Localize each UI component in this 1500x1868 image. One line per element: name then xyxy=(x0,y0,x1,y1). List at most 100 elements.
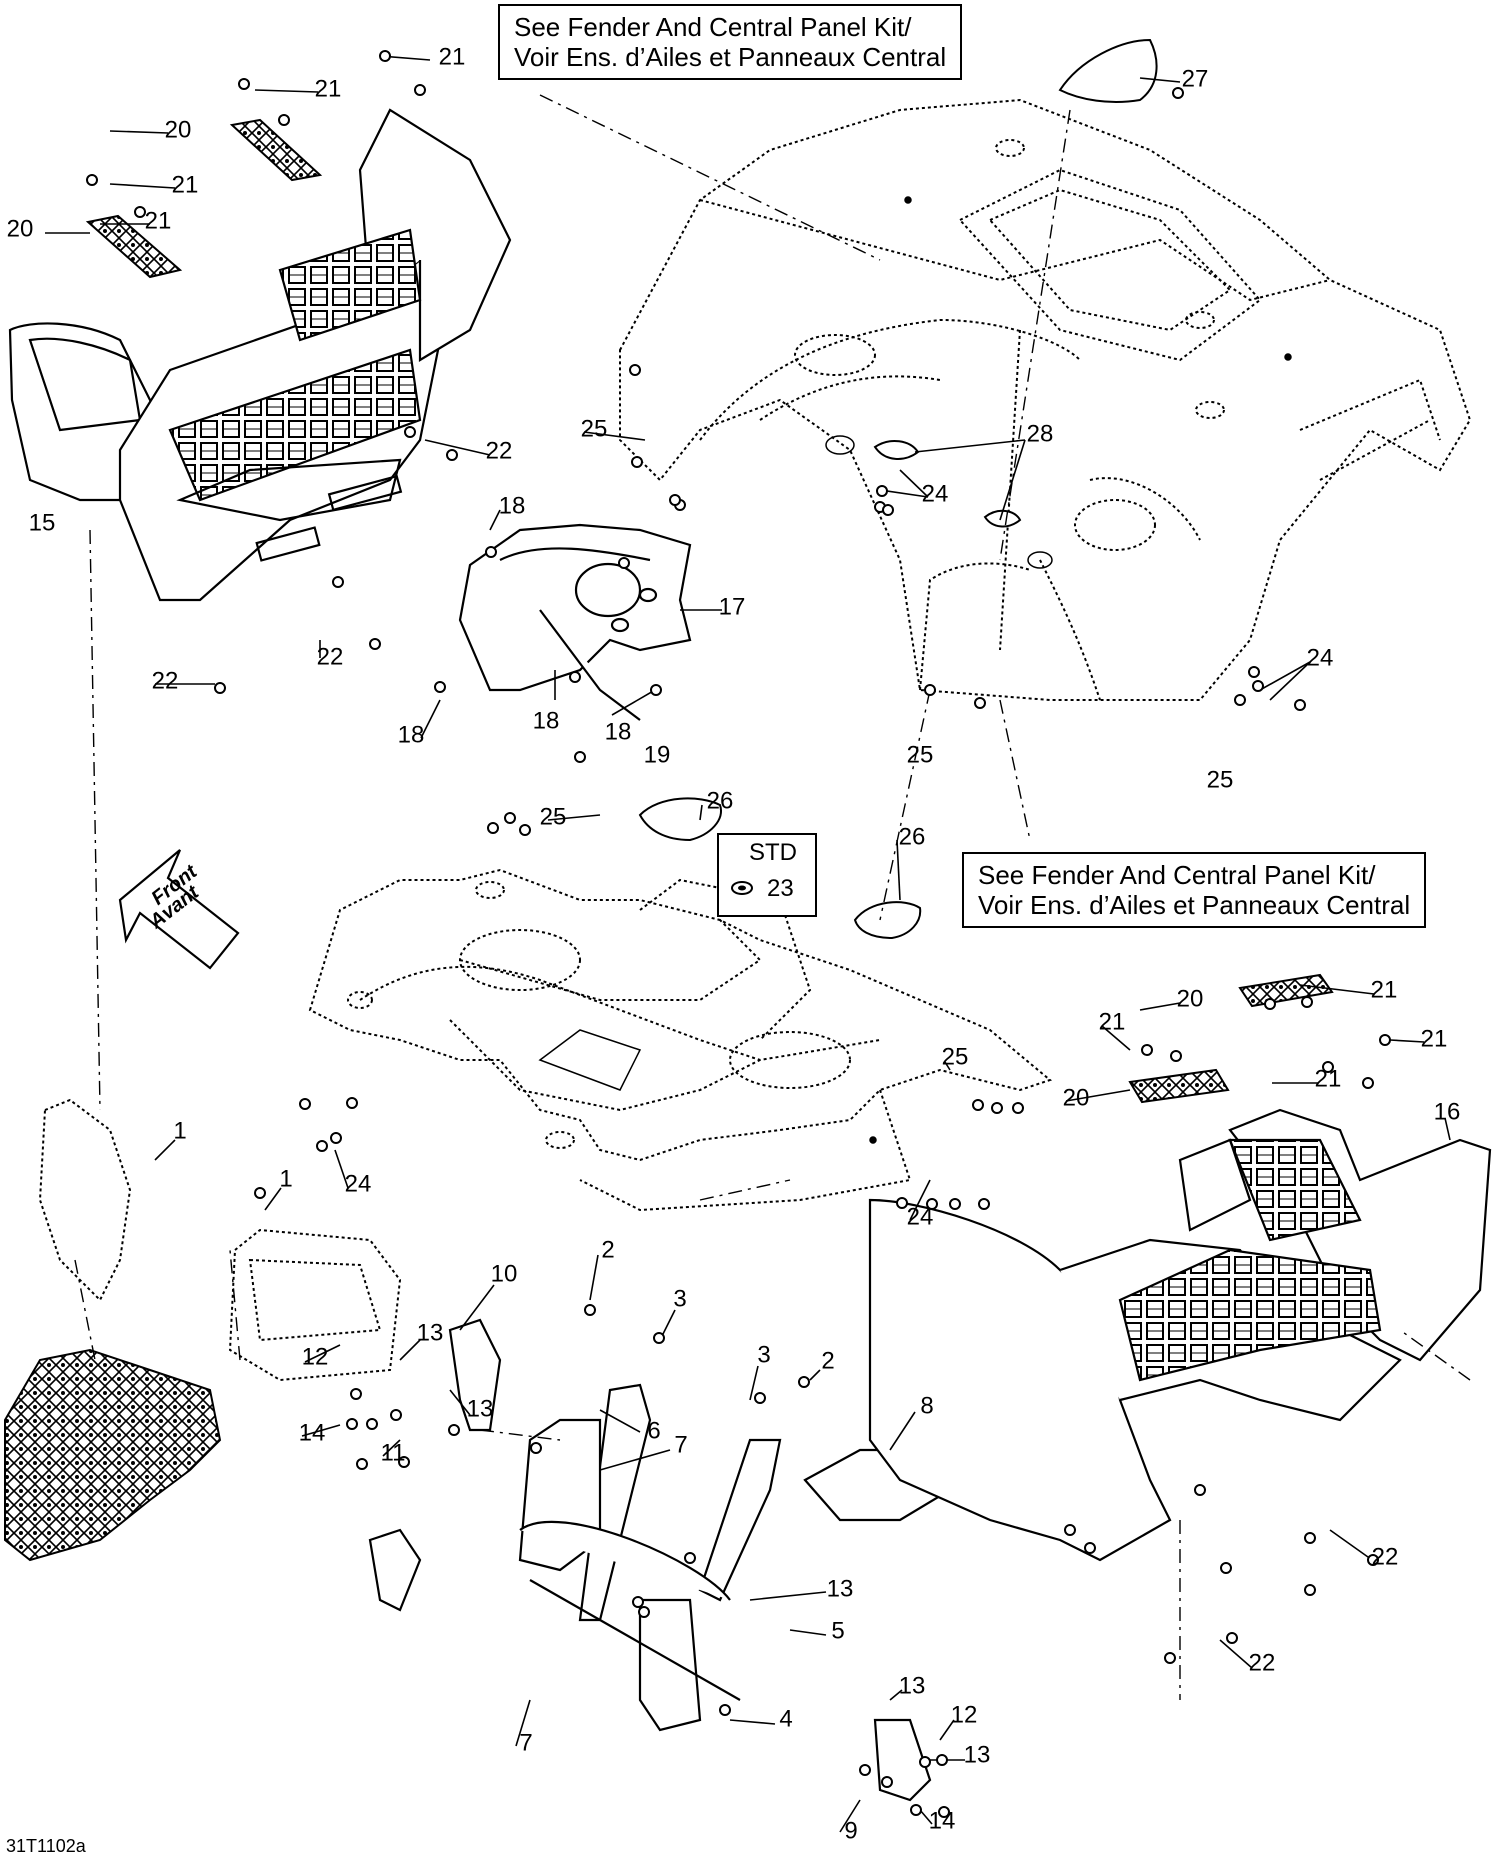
callout-label: 2 xyxy=(821,1347,834,1374)
callout-label: 20 xyxy=(1063,1084,1090,1111)
leader-line xyxy=(889,1411,916,1451)
callout-label: 7 xyxy=(674,1431,687,1458)
leader-line xyxy=(1139,1002,1181,1011)
fastener-mark xyxy=(798,1376,810,1388)
fastener-mark xyxy=(876,485,888,497)
fastener-mark xyxy=(653,1332,665,1344)
callout-label: 4 xyxy=(779,1705,792,1732)
leader-line xyxy=(399,1339,421,1361)
std-part-number: 23 xyxy=(767,875,794,902)
fastener-mark xyxy=(938,1806,950,1818)
callout-label: 24 xyxy=(922,480,949,507)
fastener-mark xyxy=(332,576,344,588)
fastener-mark xyxy=(1367,1554,1379,1566)
front-grille xyxy=(4,1348,222,1562)
fastener-mark xyxy=(446,449,458,461)
leader-line xyxy=(382,1439,401,1457)
fastener-mark xyxy=(369,638,381,650)
leader-line xyxy=(449,1389,471,1416)
rear-fender-detail xyxy=(825,196,1292,569)
leader-line xyxy=(1299,984,1375,995)
rear-cap-part xyxy=(1058,38,1158,103)
fastener-mark xyxy=(1234,694,1246,706)
fastener-mark xyxy=(1304,1532,1316,1544)
callout-label: 21 xyxy=(439,43,466,70)
callout-label: 14 xyxy=(299,1419,326,1446)
kit-reference-note-top: See Fender And Central Panel Kit/ Voir E… xyxy=(498,4,963,80)
callout-label: 25 xyxy=(581,415,608,442)
leader-line xyxy=(914,439,1026,453)
right-footrest xyxy=(868,1108,1492,1562)
leader-line xyxy=(1259,661,1311,691)
fastener-mark xyxy=(974,697,986,709)
fastener-mark xyxy=(926,1198,938,1210)
fastener-mark xyxy=(1252,680,1264,692)
callout-label: 22 xyxy=(317,643,344,670)
leader-line xyxy=(459,1284,495,1331)
callout-label: 25 xyxy=(907,741,934,768)
leader-line xyxy=(999,439,1026,521)
fastener-mark xyxy=(629,364,641,376)
callout-label: 20 xyxy=(7,215,34,242)
leader-line xyxy=(1329,1529,1376,1563)
callout-label: 25 xyxy=(540,803,567,830)
leader-line xyxy=(879,689,931,921)
leader-line xyxy=(420,699,441,739)
fastener-mark xyxy=(487,822,499,834)
callout-label: 13 xyxy=(827,1575,854,1602)
callout-leader-lines xyxy=(45,50,1471,1833)
fastener-mark xyxy=(1379,1034,1391,1046)
fastener-mark xyxy=(299,1098,311,1110)
std-label: STD xyxy=(749,839,797,866)
washer-icon xyxy=(731,881,753,895)
fastener-mark xyxy=(356,1458,368,1470)
leader-line xyxy=(109,130,169,134)
figure-code: 31T1102a xyxy=(6,1836,86,1856)
leader-line xyxy=(1065,1089,1131,1102)
fastener-mark xyxy=(1220,1562,1232,1574)
fastener-mark xyxy=(485,546,497,558)
callout-label: 13 xyxy=(467,1395,494,1422)
leader-line xyxy=(749,1365,759,1401)
fastener-mark xyxy=(859,1764,871,1776)
callout-label: 22 xyxy=(1249,1649,1276,1676)
callout-label: 10 xyxy=(491,1260,518,1287)
leader-line xyxy=(1444,1117,1451,1141)
kit-reference-note-bottom: See Fender And Central Panel Kit/ Voir E… xyxy=(962,852,1427,928)
leader-line xyxy=(1399,1329,1471,1381)
fastener-mark xyxy=(882,504,894,516)
leader-line xyxy=(489,509,501,531)
fastener-mark xyxy=(719,1704,731,1716)
fastener-mark xyxy=(632,1596,644,1608)
leader-line xyxy=(1101,1025,1131,1051)
fastener-mark xyxy=(1064,1524,1076,1536)
callout-label: 5 xyxy=(831,1617,844,1644)
kit-note-top-line2: Voir Ens. d’Ailes et Panneaux Central xyxy=(514,42,947,72)
fastener-mark xyxy=(414,84,426,96)
leader-line xyxy=(999,109,1071,561)
std-hardware-box: STD 23 xyxy=(717,833,817,917)
fastener-mark xyxy=(504,812,516,824)
callout-label: 16 xyxy=(1434,1098,1461,1125)
leader-line xyxy=(1219,1639,1253,1669)
leader-line xyxy=(424,439,491,456)
rear-fender xyxy=(619,98,1472,701)
leader-line xyxy=(909,1179,931,1221)
fastener-mark xyxy=(390,1409,402,1421)
leader-line xyxy=(479,1429,561,1441)
fastener-mark xyxy=(569,671,581,683)
fastener-mark xyxy=(530,1442,542,1454)
leader-line xyxy=(1269,661,1311,701)
fastener-mark xyxy=(434,681,446,693)
fastener-mark xyxy=(910,1804,922,1816)
callout-label: 21 xyxy=(145,207,172,234)
callout-label: 18 xyxy=(499,492,526,519)
fastener-mark xyxy=(978,1198,990,1210)
callout-label: 24 xyxy=(907,1203,934,1230)
callout-label: 26 xyxy=(707,787,734,814)
leader-line xyxy=(109,183,176,189)
callout-label: 21 xyxy=(172,171,199,198)
fastener-mark xyxy=(1012,1102,1024,1114)
fastener-mark xyxy=(1141,1044,1153,1056)
leader-line xyxy=(74,1259,96,1361)
